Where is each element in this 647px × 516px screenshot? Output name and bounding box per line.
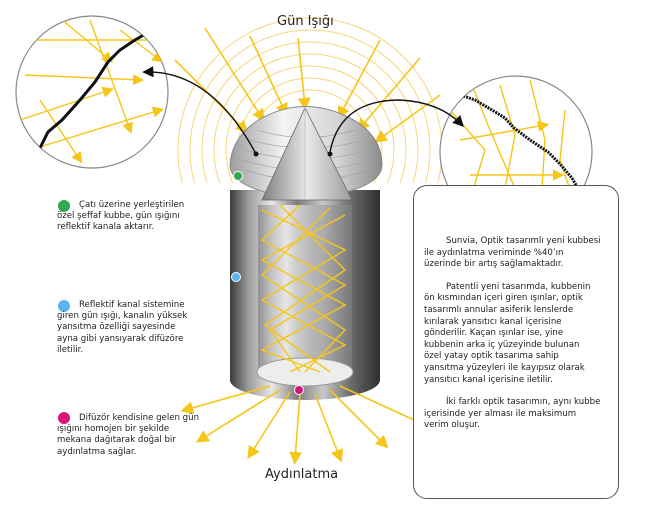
callout-channel-line-4: ayna gibi yansıyarak difüzöre [57, 333, 184, 344]
info-p2-line: kırılarak yansıtıcı kanal içerisine [424, 316, 562, 327]
dome [229, 106, 383, 201]
info-box: Sunvia, Optik tasarımlı yeni kubbesi ile… [413, 185, 619, 499]
reflective-tube [230, 190, 380, 400]
internal-rays [260, 204, 347, 373]
outgoing-rays [180, 385, 430, 465]
callout-dot-diffuser [58, 412, 70, 424]
info-p3-line: içerisinde yer alması ile maksimum [424, 408, 577, 419]
info-paragraph-1: Sunvia, Optik tasarımlı yeni kubbesi ile… [424, 236, 608, 271]
callout-channel-line-5: iletilir. [57, 344, 84, 355]
info-paragraph-2: Patentli yeni tasarımda, kubbenin ön kıs… [424, 282, 608, 386]
callout-diffuser: Difüzör kendisine gelen gün ışığını homo… [57, 413, 199, 458]
callout-dot-dome [58, 200, 70, 212]
info-p1-line: Sunvia, Optik tasarımlı yeni kubbesi [446, 236, 601, 246]
info-p2-line: yansıtma yüzeyleri ile kayıpsız olarak [424, 362, 585, 373]
callout-channel-line-2: giren gün ışığı, kanalın yüksek [57, 311, 188, 322]
callout-diffuser-line-4: aydınlatma sağlar. [57, 446, 137, 457]
info-p2-line: yansıtıcı kanal içerisine iletilir. [424, 374, 553, 385]
info-p1-line: ile aydınlatma veriminde %40’ın [424, 247, 564, 258]
callout-diffuser-line-3: mekana dağıtarak doğal bir [57, 435, 176, 446]
callout-dome-line-1: Çatı üzerine yerleştirilen [79, 200, 185, 210]
callout-channel-line-1: Reflektif kanal sistemine [79, 300, 185, 310]
info-p2-line: ön kısmından içeri giren ışınlar, optik [424, 293, 583, 304]
info-p2-line: Patentli yeni tasarımda, kubbenin [446, 281, 591, 292]
callout-dot-channel [58, 300, 70, 312]
callout-channel-line-3: yansıtma özelliği sayesinde [57, 322, 176, 333]
info-p1-line: üzerinde bir artış sağlamaktadır. [424, 259, 564, 270]
info-p2-line: tasarımlı annular asiferik lenslerde [424, 304, 574, 315]
info-p2-line: özel yatay optik tasarıma sahip [424, 351, 559, 362]
info-p3-line: verim oluşur. [424, 420, 480, 431]
zoom-connectors [142, 66, 464, 153]
info-p2-line: kubbenin arka iç yüzeyinde bulunan [424, 339, 580, 350]
dome-front-zoom [15, 15, 169, 169]
callout-diffuser-line-2: ışığını homojen bir şekilde [57, 424, 170, 435]
callout-dome-line-2: özel şeffaf kubbe, gün ışığını [57, 211, 180, 222]
title-sunlight: Gün Işığı [277, 14, 334, 29]
info-paragraph-3: İki farklı optik tasarımın, aynı kubbe i… [424, 397, 608, 432]
title-lighting: Aydınlatma [265, 467, 339, 482]
callout-dome: Çatı üzerine yerleştirilen özel şeffaf k… [57, 200, 184, 234]
callout-dome-line-3: reflektif kanala aktarır. [57, 222, 155, 233]
callout-channel: Reflektif kanal sistemine giren gün ışığ… [57, 300, 187, 356]
info-p2-line: gönderilir. Kaçan ışınlar ise, yine [424, 328, 564, 339]
callout-diffuser-line-1: Difüzör kendisine gelen gün [79, 413, 200, 423]
info-p3-line: İki farklı optik tasarımın, aynı kubbe [446, 397, 601, 408]
